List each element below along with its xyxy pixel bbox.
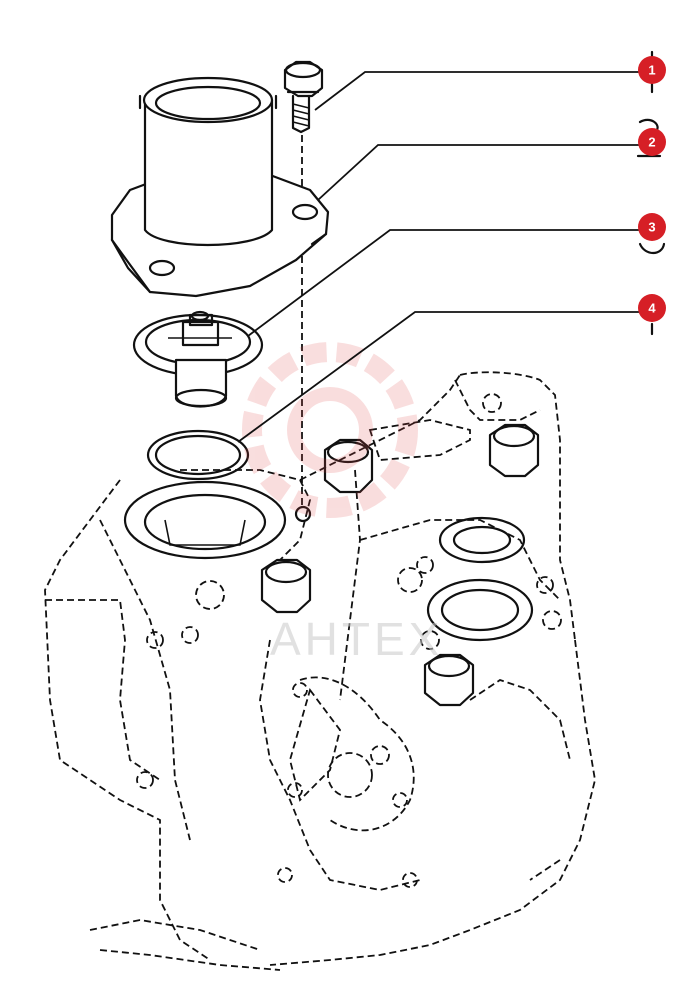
callout-3: 3 <box>638 213 666 241</box>
thermostat-part <box>132 310 264 408</box>
bolt-hole <box>294 505 312 523</box>
watermark-logo <box>242 342 418 518</box>
callout-2-number: 2 <box>648 135 655 150</box>
block-nut-1 <box>323 438 374 494</box>
thermostat-seat <box>123 480 287 560</box>
watermark-text: АНТЕХ <box>270 613 443 665</box>
block-nut-4 <box>423 653 475 707</box>
callout-2: 2 <box>638 128 666 156</box>
block-nut-2 <box>488 423 540 478</box>
callout-1-number: 1 <box>648 63 655 78</box>
water-outlet-housing <box>110 76 330 298</box>
cylinder-head-block <box>44 371 596 971</box>
water-outlet-port <box>426 516 534 642</box>
margin-marks <box>636 50 666 336</box>
gasket-ring <box>146 429 250 481</box>
callout-3-number: 3 <box>648 220 655 235</box>
block-nut-3 <box>260 558 312 614</box>
callout-4-number: 4 <box>648 301 656 316</box>
leader-lines <box>237 71 640 443</box>
callout-1: 1 <box>638 56 666 84</box>
callout-4: 4 <box>638 294 666 322</box>
